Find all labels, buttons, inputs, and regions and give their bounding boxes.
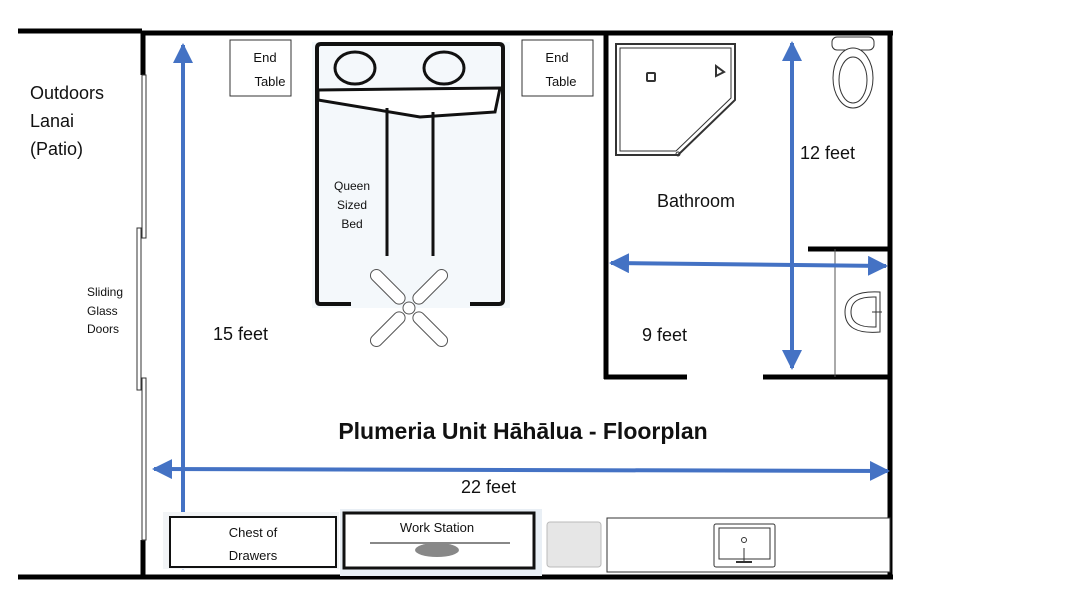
end-table-left: End Table: [229, 39, 292, 97]
svg-text:Work Station: Work Station: [400, 520, 474, 535]
dimension-arrows: [152, 41, 890, 570]
work-station: Work Station: [340, 509, 542, 576]
room-width-arrow: [152, 459, 890, 481]
room-width-label: 22 feet: [461, 477, 516, 497]
lanai-label: Lanai: [30, 111, 74, 131]
bathroom-sink-icon: [844, 291, 882, 333]
queen-bed: Queen Sized Bed: [312, 42, 510, 308]
sink-drain-icon: [741, 537, 747, 543]
sliding-glass-doors: [136, 74, 147, 541]
svg-text:End: End: [545, 50, 568, 65]
bath-height-label: 12 feet: [800, 143, 855, 163]
bath-width-arrow: [609, 253, 888, 276]
sliding-label: Sliding: [87, 285, 123, 299]
outdoors-label: Outdoors: [30, 83, 104, 103]
svg-text:Table: Table: [254, 74, 285, 89]
kitchen-counter: [606, 517, 891, 573]
doors-label: Doors: [87, 322, 119, 336]
walls: [18, 28, 893, 580]
svg-text:End: End: [253, 50, 276, 65]
ceiling-fan-icon: [369, 268, 449, 348]
svg-text:Bed: Bed: [341, 217, 362, 231]
chest-of-drawers: Chest of Drawers: [163, 512, 339, 569]
svg-text:Chest of: Chest of: [229, 525, 278, 540]
shower-icon: [615, 43, 736, 157]
patio-label: (Patio): [30, 139, 83, 159]
toilet-icon: [831, 36, 875, 109]
bath-width-label: 9 feet: [642, 325, 687, 345]
svg-text:Table: Table: [545, 74, 576, 89]
end-table-right: End Table: [521, 39, 594, 97]
svg-text:Drawers: Drawers: [229, 548, 278, 563]
small-cabinet: [546, 521, 602, 568]
svg-text:Sized: Sized: [337, 198, 367, 212]
bathroom-label: Bathroom: [657, 191, 735, 211]
floorplan-title: Plumeria Unit Hāhālua - Floorplan: [338, 418, 707, 444]
svg-text:Queen: Queen: [334, 179, 370, 193]
glass-label: Glass: [87, 304, 118, 318]
room-height-label: 15 feet: [213, 324, 268, 344]
